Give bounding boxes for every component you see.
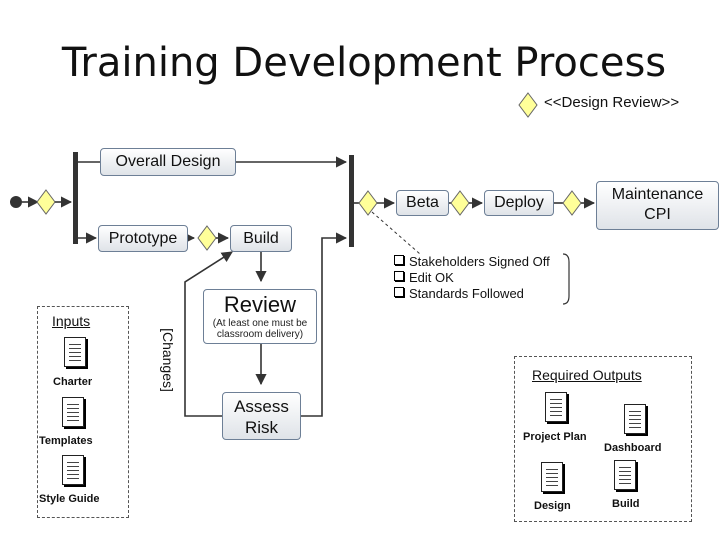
decision-diamond-maintenance [562, 190, 582, 216]
risk-label: Risk [244, 418, 279, 437]
legend-diamond [518, 92, 538, 118]
assess-risk-step: Assess Risk [222, 392, 301, 440]
document-icon [62, 455, 84, 485]
decision-diamond-start [36, 189, 56, 215]
cpi-label: CPI [644, 206, 671, 223]
overall-design-label: Overall Design [115, 153, 221, 170]
document-icon [62, 397, 84, 427]
decision-diamond-deploy [450, 190, 470, 216]
checklist-item: Standards Followed [394, 286, 550, 302]
required-outputs-title: Required Outputs [532, 367, 642, 383]
input-style-guide-label: Style Guide [39, 493, 100, 505]
start-node [10, 196, 22, 208]
checkbox-icon [394, 287, 404, 297]
required-outputs-panel [514, 356, 692, 522]
input-templates-label: Templates [39, 435, 93, 447]
checklist-item: Stakeholders Signed Off [394, 254, 550, 270]
review-note-line-1: (At least one must be [212, 318, 308, 329]
beta-checklist: Stakeholders Signed Off Edit OK Standard… [394, 254, 550, 302]
document-icon [614, 460, 636, 490]
deploy-step: Deploy [484, 190, 554, 216]
build-label: Build [243, 229, 279, 247]
output-project-plan-label: Project Plan [523, 431, 587, 443]
input-charter-label: Charter [53, 376, 93, 388]
output-design-label: Design [534, 500, 571, 512]
join-bar [349, 155, 354, 247]
document-icon [64, 337, 86, 367]
decision-diamond-prototype [197, 225, 217, 251]
review-step: Review (At least one must be classroom d… [203, 289, 317, 344]
build-step: Build [230, 225, 292, 252]
fork-bar [73, 152, 78, 244]
decision-diamond-beta [358, 190, 378, 216]
document-icon [541, 462, 563, 492]
prototype-step: Prototype [98, 225, 188, 252]
output-dashboard-label: Dashboard [604, 442, 662, 454]
overall-design-step: Overall Design [100, 148, 236, 176]
inputs-title: Inputs [52, 313, 91, 329]
output-build-label: Build [612, 498, 640, 510]
design-review-legend: <<Design Review>> [544, 94, 680, 111]
deploy-label: Deploy [494, 194, 544, 211]
inputs-panel [37, 306, 129, 518]
assess-label: Assess [234, 397, 289, 416]
checkbox-icon [394, 255, 404, 265]
review-title: Review [223, 292, 297, 317]
maintenance-label: Maintenance [611, 186, 704, 203]
maintenance-cpi-step: Maintenance CPI [596, 181, 719, 230]
beta-step: Beta [396, 190, 449, 216]
document-icon [624, 404, 646, 434]
review-note-line-2: classroom delivery) [216, 329, 304, 340]
prototype-label: Prototype [108, 229, 178, 247]
page-title: Training Development Process [61, 40, 667, 86]
checkbox-icon [394, 271, 404, 281]
document-icon [545, 392, 567, 422]
checklist-item: Edit OK [394, 270, 550, 286]
beta-label: Beta [406, 194, 439, 211]
changes-loop-label: [Changes] [160, 328, 176, 392]
